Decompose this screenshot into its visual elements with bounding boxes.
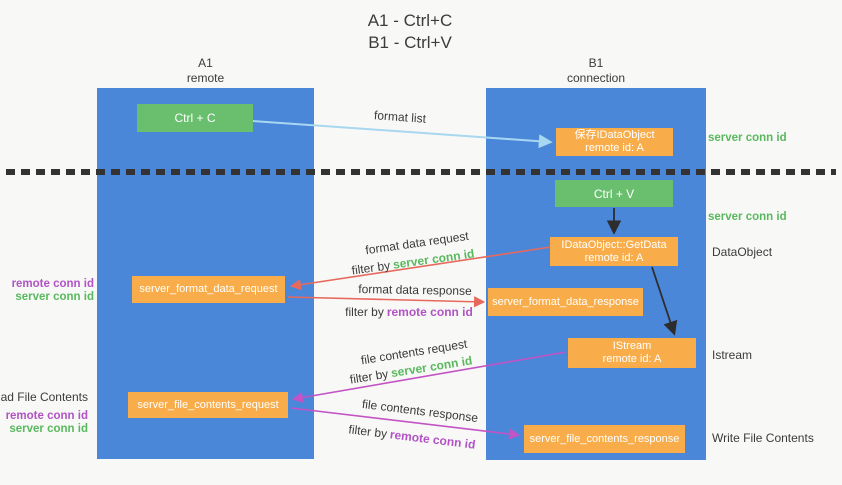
remote-conn-id-text: remote conn id	[389, 427, 477, 452]
format-data-response-arrow	[287, 296, 486, 308]
filter-by-text: filter by	[345, 305, 384, 319]
node-istream-line1: IStream	[612, 340, 652, 352]
annotation-server-conn-id-left-bottom: server conn id	[9, 423, 88, 435]
annotation-remote-conn-id-bottom: remote conn id	[5, 410, 88, 422]
node-istream: IStream remote id: A	[568, 338, 696, 368]
node-format-request-label: server_format_data_request	[139, 283, 278, 295]
column-a1-id: A1	[198, 56, 213, 70]
annotation-write-file-contents: Write File Contents	[712, 431, 814, 445]
filter-by-text: filter by	[348, 366, 390, 387]
annotation-server-conn-id-top: server conn id	[708, 132, 787, 144]
column-b1-subtitle: connection	[566, 71, 626, 85]
remote-conn-id-text: remote conn id	[386, 305, 473, 319]
edge-label-file-contents-response-filter: filter byremote conn id	[348, 422, 476, 451]
node-server-format-data-response: server_format_data_response	[488, 288, 643, 316]
node-getdata-line1: IDataObject::GetData	[561, 238, 667, 251]
node-server-format-data-request: server_format_data_request	[132, 276, 285, 303]
column-b1-id: B1	[588, 56, 604, 70]
edge-label-file-contents-response: file contents response	[361, 396, 479, 426]
column-a1-subtitle: remote	[186, 71, 225, 85]
node-file-response-label: server_file_contents_response	[529, 432, 680, 445]
diagram-title-line2: B1 - Ctrl+V	[368, 33, 452, 52]
node-istream-line2: remote id: A	[602, 353, 662, 365]
node-save-idataobject: 保存IDataObject remote id: A	[556, 128, 673, 156]
node-ctrl-c: Ctrl + C	[137, 104, 253, 132]
annotation-dataobject: DataObject	[712, 245, 773, 259]
node-file-request-label: server_file_contents_request	[137, 398, 279, 411]
diagram-title-line1: A1 - Ctrl+C	[367, 11, 453, 30]
diagram-title: A1 - Ctrl+C B1 - Ctrl+V	[0, 10, 820, 54]
node-ctrl-c-label: Ctrl + C	[174, 111, 216, 125]
node-server-file-contents-response: server_file_contents_response	[524, 425, 685, 453]
filter-by-text: filter by	[350, 258, 392, 278]
session-divider-dashed-line	[6, 169, 836, 175]
node-ctrl-v-label: Ctrl + V	[593, 186, 635, 201]
annotation-remote-conn-id-top: remote conn id	[11, 278, 94, 290]
node-server-file-contents-request: server_file_contents_request	[128, 392, 288, 418]
node-save-idataobject-line1: 保存IDataObject	[574, 129, 655, 141]
column-header-a1: A1 remote	[97, 56, 314, 86]
annotation-read-file-contents: Read File Contents	[0, 390, 88, 404]
column-header-b1: B1 connection	[486, 56, 706, 86]
filter-by-text: filter by	[347, 422, 388, 441]
node-save-idataobject-line2: remote id: A	[585, 142, 644, 154]
node-format-response-label: server_format_data_response	[492, 295, 639, 308]
node-ctrl-v: Ctrl + V	[555, 180, 673, 207]
annotation-server-conn-id-mid: server conn id	[708, 211, 787, 223]
edge-label-format-list: format list	[373, 108, 427, 126]
annotation-istream: Istream	[712, 348, 753, 362]
node-idataobject-getdata: IDataObject::GetData remote id: A	[550, 237, 678, 266]
edge-label-format-data-response: format data response	[358, 282, 472, 298]
node-getdata-line2: remote id: A	[584, 251, 644, 264]
annotation-server-conn-id-left-top: server conn id	[15, 291, 94, 303]
